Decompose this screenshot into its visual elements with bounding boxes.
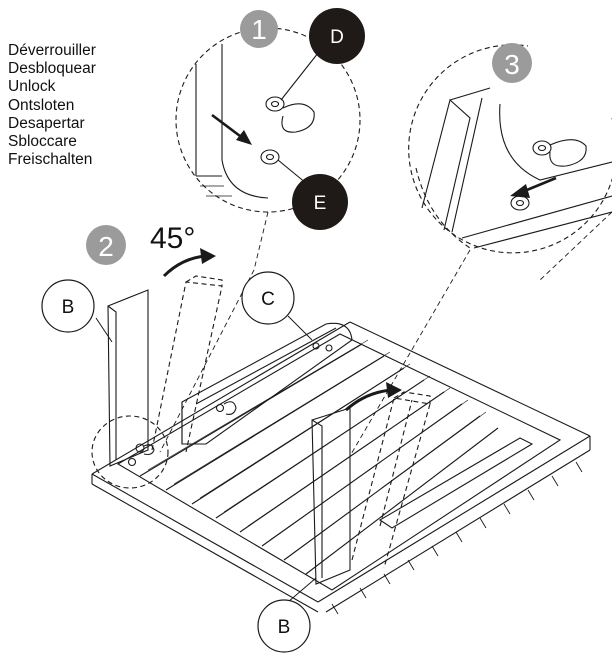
svg-text:1: 1 [251,14,267,45]
unlock-label-pt: Desapertar [8,114,85,132]
rotate-arrow-icon [344,382,402,412]
rotate-arrow-icon [162,248,216,278]
part-leaders [95,315,317,603]
step-3-badge: 3 [492,43,532,83]
part-b-label-bottom: B [257,599,311,653]
step-1-badge: 1 [240,10,278,48]
svg-text:E: E [314,193,327,214]
unlock-label-list: Déverrouiller Desbloquear Unlock Ontslot… [8,42,96,169]
unlock-label-en: Unlock [8,78,56,96]
detail-circle-1 [175,27,361,213]
svg-text:2: 2 [98,231,114,262]
step-2-badge: 2 [86,225,126,265]
rotation-angle-label: 45° [150,222,195,255]
svg-text:C: C [261,289,275,310]
unlock-label-it: Sbloccare [8,133,77,151]
leader-lines [159,211,612,457]
unlock-label-de: Freischalten [8,151,93,169]
arrow-icon [510,176,557,198]
part-c-label: C [241,271,295,325]
unlock-label-es: Desbloquear [8,60,96,78]
part-e-badge: E [292,174,348,230]
svg-text:3: 3 [504,49,520,80]
detail-circle-3 [408,44,612,254]
arrow-icon [211,113,252,145]
svg-text:B: B [278,617,291,638]
svg-text:B: B [62,297,75,318]
part-d-badge: D [309,8,365,64]
svg-text:D: D [330,27,344,48]
table-assembly [91,275,591,615]
unlock-label-fr: Déverrouiller [8,42,96,59]
part-b-label-top: B [41,279,95,333]
unlock-label-nl: Ontsloten [8,96,75,114]
